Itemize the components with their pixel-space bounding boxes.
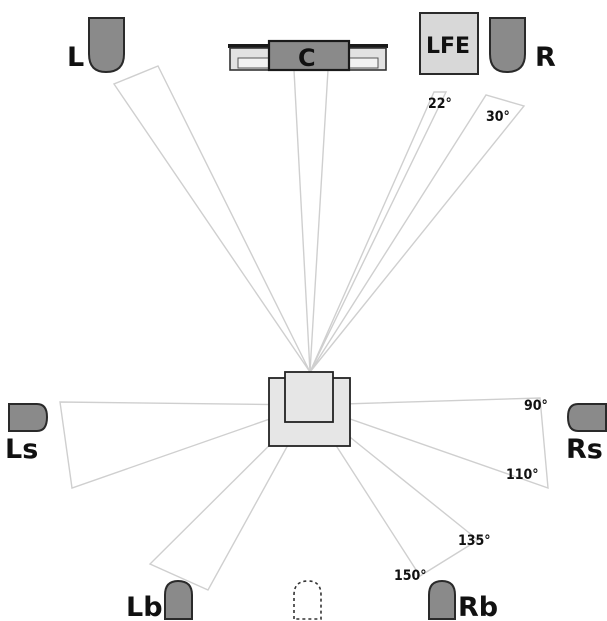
angle-30: 30° — [486, 109, 510, 125]
beam-left-back — [148, 404, 311, 591]
left-speaker-icon — [88, 17, 125, 74]
angle-135: 135° — [458, 533, 491, 549]
beam-left — [112, 65, 311, 373]
beam-center — [293, 69, 329, 373]
angle-150: 150° — [394, 568, 427, 584]
label-left-back: Lb — [126, 592, 163, 621]
angle-22: 22° — [428, 96, 452, 112]
center-speaker — [228, 39, 388, 72]
angle-110: 110° — [506, 467, 539, 483]
label-right: R — [535, 42, 556, 73]
label-lfe: LFE — [426, 34, 470, 59]
left-surround-speaker-icon — [8, 403, 49, 432]
angle-90: 90° — [524, 398, 548, 414]
label-right-back: Rb — [458, 592, 498, 621]
coverage-beams — [59, 65, 549, 591]
listener-seat — [268, 371, 351, 447]
label-right-surround: Rs — [566, 434, 603, 465]
beam-right-back — [309, 404, 480, 577]
beam-left-surround — [59, 401, 311, 489]
right-surround-speaker-icon — [566, 403, 607, 432]
label-left-surround: Ls — [5, 434, 38, 465]
beam-right-30 — [309, 94, 526, 373]
right-back-speaker-icon — [428, 579, 456, 620]
beam-right-22 — [309, 91, 448, 373]
right-speaker-icon — [489, 17, 526, 74]
subwoofer-box — [419, 12, 479, 75]
beam-right-surround — [309, 397, 549, 490]
left-back-speaker-icon — [164, 579, 193, 620]
center-back-speaker-placeholder — [293, 580, 322, 620]
label-center: C — [298, 44, 316, 72]
label-left: L — [67, 42, 84, 73]
